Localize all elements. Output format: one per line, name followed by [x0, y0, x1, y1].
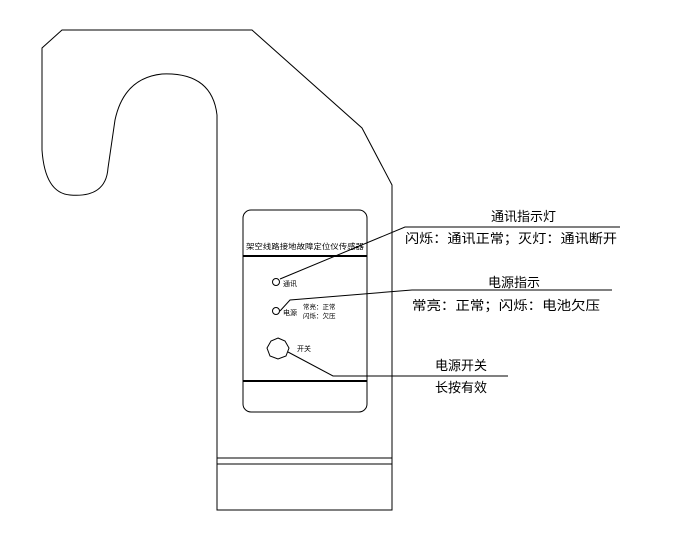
device-outline — [41, 29, 393, 511]
power-callout-desc: 常亮：正常；闪烁：电池欠压 — [412, 298, 600, 314]
comm-led-label: 通讯 — [283, 279, 297, 288]
power-switch-button — [266, 337, 290, 360]
switch-label: 开关 — [297, 344, 311, 353]
callout-power: 电源指示 常亮：正常；闪烁：电池欠压 — [279, 276, 612, 314]
panel-title: 架空线路接地故障定位仪传感器 — [246, 242, 364, 251]
comm-leader-line — [279, 226, 620, 280]
switch-callout-title: 电源开关 — [435, 359, 487, 374]
power-leader-line — [279, 289, 612, 312]
callout-switch: 电源开关 长按有效 — [287, 351, 508, 396]
comm-callout-title: 通讯指示灯 — [491, 210, 556, 225]
control-panel: 架空线路接地故障定位仪传感器 通讯 电源 常亮：正常 闪烁：欠压 开关 — [242, 209, 368, 413]
power-led-icon — [272, 307, 280, 315]
panel-frame — [242, 209, 368, 413]
switch-callout-desc: 长按有效 — [435, 381, 487, 396]
switch-leader-line — [287, 351, 508, 377]
power-led-label: 电源 — [283, 308, 297, 317]
power-status-line1: 常亮：正常 — [303, 302, 336, 311]
power-status-line2: 闪烁：欠压 — [303, 311, 336, 320]
callout-comm: 通讯指示灯 闪烁：通讯正常；灭灯：通讯断开 — [279, 210, 620, 280]
power-callout-title: 电源指示 — [488, 276, 540, 291]
comm-callout-desc: 闪烁：通讯正常；灭灯：通讯断开 — [405, 232, 617, 247]
comm-led-icon — [272, 278, 280, 286]
